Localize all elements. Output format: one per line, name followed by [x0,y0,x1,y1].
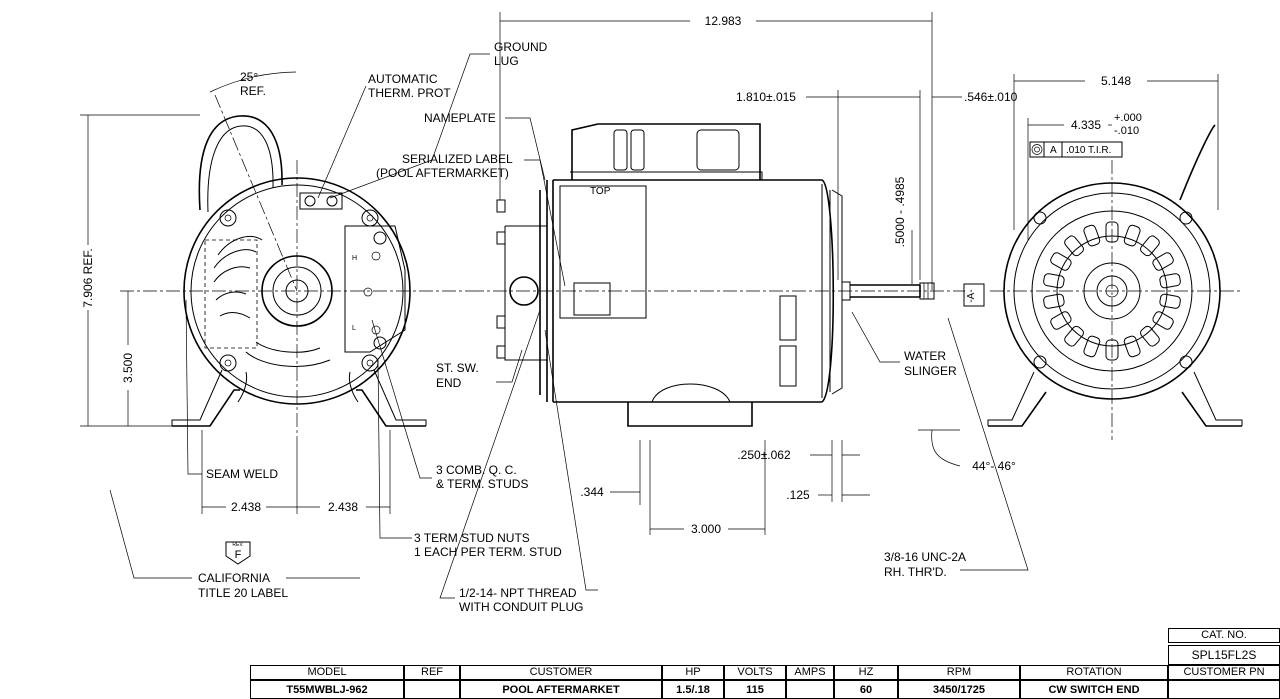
cat-no-value: SPL15FL2S [1168,645,1280,665]
col-header-hp: HP [662,665,724,680]
dim-flange-dia: 5.148 [1101,74,1131,88]
dim-pilot-tol-plus: +.000 [1114,112,1142,124]
top-label: TOP [590,186,611,197]
dimension-texts: 12.983 1.810±.015 .546±.010 5.148 4.335 … [81,14,1142,536]
stud-nuts-label-2: 1 EACH PER TERM. STUD [414,545,562,559]
customer-pn-value [1168,680,1280,699]
tir-a-label: A [1050,145,1057,156]
cell-hz: 60 [834,680,898,699]
seam-weld-label: SEAM WELD [206,467,278,481]
col-header-amps: AMPS [786,665,834,680]
fan-slot [1140,235,1160,257]
fan-slot [1123,335,1141,358]
auto-therm-label-2: THERM. PROT [368,86,451,100]
dimension-lines [80,12,1219,535]
dim-half-width-left: 2.438 [231,500,261,514]
fan-slot [1159,273,1181,289]
fan-slot [1050,252,1072,271]
fan-slot [1050,311,1072,330]
col-header-model: MODEL [250,665,404,680]
dim-half-width-right: 2.438 [328,500,358,514]
ground-lug-label-2: LUG [494,54,519,68]
customer-pn-label: CUSTOMER PN [1168,665,1280,680]
fan-slot [1064,235,1084,257]
dim-height-ref: 7.906 REF. [81,248,95,307]
side-view [470,123,965,427]
comb-qc-label: 3 COMB. Q. C. [436,463,517,477]
col-header-rotation: ROTATION [1020,665,1168,680]
svg-text:L: L [352,325,356,332]
npt-label: 1/2-14- NPT THREAD [459,586,577,600]
st-sw-label-2: END [436,376,462,390]
col-header-rpm: RPM [898,665,1020,680]
shaft-end-view [987,124,1243,440]
cell-model: T55MWBLJ-962 [250,680,404,699]
fan-slot [1159,293,1181,309]
col-header-volts: VOLTS [724,665,786,680]
thread-label-2: RH. THR'D. [884,565,947,579]
col-header-customer: CUSTOMER [460,665,662,680]
angle-ref-label: 25° [240,70,258,84]
fan-slot [1043,273,1065,289]
cell-rotation: CW SWITCH END [1020,680,1168,699]
col-header-ref: REF [404,665,460,680]
fan-slot [1152,252,1174,271]
dim-shoulder: .546±.010 [964,90,1018,104]
cat-no-label: CAT. NO. [1168,628,1280,643]
dim-foot-spacing: 3.000 [691,522,721,536]
datum-a-label: -A- [966,289,977,302]
auto-therm-label: AUTOMATIC [368,72,438,86]
angle-ref-label-2: REF. [240,84,266,98]
dim-chamfer-angle: 44°- 46° [972,459,1016,473]
rev-label: REV. [232,542,243,548]
stud-nuts-label: 3 TERM STUD NUTS [414,531,530,545]
fan-slots [1043,221,1181,361]
st-sw-label: ST. SW. [436,361,479,375]
cell-amps [786,680,834,699]
dim-shaft-height: 3.500 [121,353,135,383]
california-label-2: TITLE 20 LABEL [198,586,288,600]
water-slinger-label: WATER [904,349,946,363]
water-slinger-label-2: SLINGER [904,364,957,378]
cell-hp: 1.5/.18 [662,680,724,699]
comb-qc-label-2: & TERM. STUDS [436,477,528,491]
thread-label: 3/8-16 UNC-2A [884,550,966,564]
fan-slot [1083,335,1101,358]
fan-slot [1140,325,1160,347]
rev-letter: F [235,549,242,561]
cell-ref [404,680,460,699]
serialized-label-2: (POOL AFTERMARKET) [376,166,509,180]
datum-boxes [225,141,1123,565]
fan-slot [1043,293,1065,309]
dim-flat-offset: .250±.062 [737,448,791,462]
switch-end-view: HL [120,94,470,440]
cell-volts: 115 [724,680,786,699]
leader-lines [109,53,1029,599]
dim-pilot-tol-minus: -.010 [1114,125,1139,137]
ground-lug-label: GROUND [494,40,548,54]
dim-pilot-dia: 4.335 [1071,118,1101,132]
dim-flat: .125 [786,488,810,502]
nameplate-label: NAMEPLATE [424,111,496,125]
serialized-label: SERIALIZED LABEL [402,152,513,166]
california-label: CALIFORNIA [198,571,270,585]
npt-label-2: WITH CONDUIT PLUG [459,600,583,614]
dim-shaft-ext: 1.810±.015 [736,90,796,104]
svg-text:H: H [352,255,357,262]
dim-shaft-dia: .5000 - .4985 [893,176,907,247]
fan-slot [1152,311,1174,330]
fan-slot [1123,224,1141,247]
dim-slot: .344 [580,485,604,499]
tir-value-label: .010 T.I.R. [1066,145,1111,156]
fan-slot [1064,325,1084,347]
dim-overall-length: 12.983 [705,14,742,28]
col-header-hz: HZ [834,665,898,680]
cell-customer: POOL AFTERMARKET [460,680,662,699]
text-labels: GROUND LUG AUTOMATIC THERM. PROT 25° REF… [198,40,1111,614]
cell-rpm: 3450/1725 [898,680,1020,699]
fan-slot [1083,224,1101,247]
